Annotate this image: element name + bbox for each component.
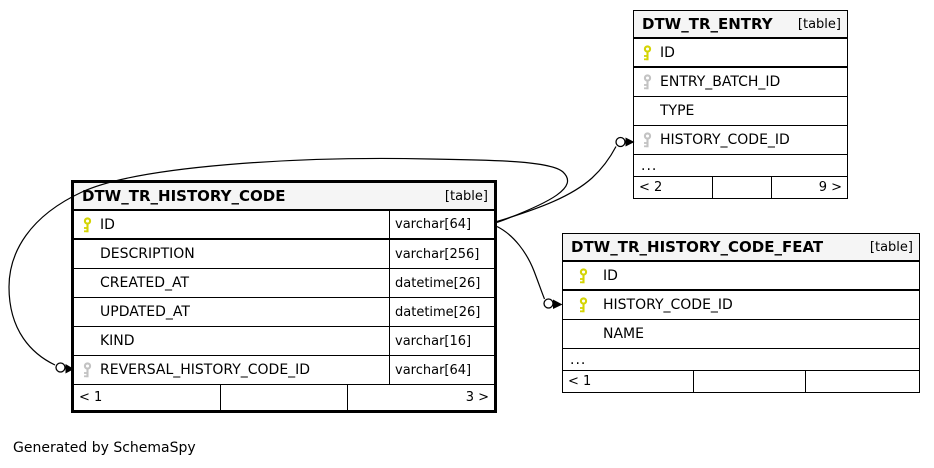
column-row-history_code_id[interactable]: HISTORY_CODE_ID xyxy=(634,126,847,155)
foreign-key-icon xyxy=(74,362,100,378)
column-rows: ID HISTORY_CODE_ID NAME... xyxy=(563,262,919,371)
foreign-key-icon xyxy=(634,132,660,148)
more-columns-ellipsis: ... xyxy=(634,155,847,177)
column-type: varchar[16] xyxy=(389,327,494,355)
footer-cell-0: < 1 xyxy=(563,371,694,392)
column-type: varchar[256] xyxy=(389,240,494,268)
footer-cell-2: 9 > xyxy=(818,180,842,195)
table-header: DTW_TR_HISTORY_CODE_FEAT [table] xyxy=(563,234,919,262)
credit-text: Generated by SchemaSpy xyxy=(13,440,196,456)
column-type: datetime[26] xyxy=(389,298,494,326)
key-glyph xyxy=(83,216,91,232)
primary-key-icon xyxy=(634,44,660,61)
column-name: NAME xyxy=(603,326,644,342)
key-glyph xyxy=(83,362,91,378)
key-glyph xyxy=(643,44,651,60)
column-name: HISTORY_CODE_ID xyxy=(660,132,790,148)
column-row-kind[interactable]: KIND varchar[16] xyxy=(74,327,494,356)
column-name: ENTRY_BATCH_ID xyxy=(660,74,781,90)
table-header: DTW_TR_HISTORY_CODE [table] xyxy=(74,183,494,211)
column-name: UPDATED_AT xyxy=(100,304,190,320)
column-row-reversal_history_code_id[interactable]: REVERSAL_HISTORY_CODE_ID varchar[64] xyxy=(74,356,494,385)
column-name: REVERSAL_HISTORY_CODE_ID xyxy=(100,362,311,378)
foreign-key-icon xyxy=(634,74,660,90)
column-row-description[interactable]: DESCRIPTION varchar[256] xyxy=(74,240,494,269)
column-name: ID xyxy=(100,216,115,233)
column-rows: ID ENTRY_BATCH_ID TYPE HISTORY_CODE_ID... xyxy=(634,39,847,177)
key-glyph xyxy=(643,132,651,148)
primary-key-icon xyxy=(74,216,100,233)
fk-open-circle-feat xyxy=(543,298,554,309)
primary-key-icon xyxy=(563,267,603,284)
footer-cell-0: < 2 xyxy=(634,177,713,198)
column-name: DESCRIPTION xyxy=(100,246,195,262)
key-glyph xyxy=(579,267,587,283)
column-name: KIND xyxy=(100,333,135,349)
footer-cell-1 xyxy=(694,371,806,392)
more-columns-ellipsis: ... xyxy=(563,349,919,371)
footer-cell-1 xyxy=(221,385,348,410)
table-header: DTW_TR_ENTRY [table] xyxy=(634,11,847,39)
table-dtw-tr-history-code-feat[interactable]: DTW_TR_HISTORY_CODE_FEAT [table] ID HISTO… xyxy=(562,233,920,393)
table-dtw-tr-history-code[interactable]: DTW_TR_HISTORY_CODE [table] ID varchar[64… xyxy=(71,180,497,413)
relationship-curve-feat xyxy=(496,225,546,300)
column-row-id[interactable]: ID xyxy=(634,39,847,68)
column-row-type[interactable]: TYPE xyxy=(634,97,847,126)
column-row-name[interactable]: NAME xyxy=(563,320,919,349)
column-name: ID xyxy=(603,267,618,284)
column-row-updated_at[interactable]: UPDATED_AT datetime[26] xyxy=(74,298,494,327)
relationship-curve-entry xyxy=(496,146,617,223)
fk-open-circle-entry xyxy=(615,136,626,148)
table-title: DTW_TR_ENTRY xyxy=(642,15,773,33)
footer-cell-1 xyxy=(713,177,772,198)
table-title: DTW_TR_HISTORY_CODE_FEAT xyxy=(571,238,824,256)
table-type-badge: [table] xyxy=(797,16,841,32)
column-row-history_code_id[interactable]: HISTORY_CODE_ID xyxy=(563,291,919,320)
column-type: varchar[64] xyxy=(389,211,494,238)
table-type-badge: [table] xyxy=(869,239,913,255)
footer-cell-2 xyxy=(806,371,919,392)
footer-cell-2: 3 > xyxy=(465,390,489,405)
primary-key-icon xyxy=(563,297,603,313)
column-row-created_at[interactable]: CREATED_AT datetime[26] xyxy=(74,269,494,298)
table-footer: < 1 3 > xyxy=(74,385,494,410)
column-row-entry_batch_id[interactable]: ENTRY_BATCH_ID xyxy=(634,68,847,97)
column-type: datetime[26] xyxy=(389,269,494,297)
table-type-badge: [table] xyxy=(444,188,488,204)
column-type: varchar[64] xyxy=(389,356,494,384)
footer-cell-0: < 1 xyxy=(74,385,221,410)
column-name: TYPE xyxy=(660,103,695,119)
column-name: CREATED_AT xyxy=(100,275,190,291)
column-name: ID xyxy=(660,44,675,61)
table-footer: < 2 9 > xyxy=(634,177,847,198)
column-row-id[interactable]: ID xyxy=(563,262,919,291)
table-dtw-tr-entry[interactable]: DTW_TR_ENTRY [table] ID ENTRY_BATCH_ID TYP… xyxy=(633,10,848,199)
column-row-id[interactable]: ID varchar[64] xyxy=(74,211,494,240)
column-name: HISTORY_CODE_ID xyxy=(603,297,733,313)
table-title: DTW_TR_HISTORY_CODE xyxy=(82,187,286,205)
table-footer: < 1 xyxy=(563,371,919,392)
key-glyph xyxy=(579,297,587,313)
key-glyph xyxy=(643,74,651,90)
fk-open-circle-reversal xyxy=(55,362,66,373)
